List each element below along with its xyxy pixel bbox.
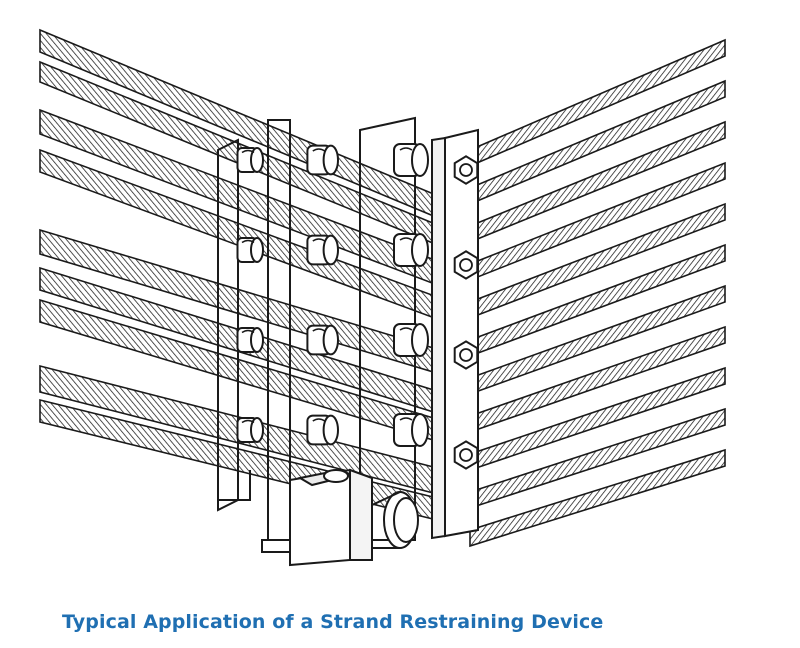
hex-bolt xyxy=(453,155,479,185)
hex-bolt xyxy=(453,440,479,470)
pin-assembly xyxy=(289,468,419,567)
clamp-roller xyxy=(306,144,339,176)
clamp-roller xyxy=(306,414,339,446)
clamp-roller xyxy=(236,147,264,173)
clamp-roller xyxy=(393,413,429,447)
figure-caption: Typical Application of a Strand Restrain… xyxy=(62,611,604,633)
clamp-roller xyxy=(236,237,264,263)
clamp-roller xyxy=(393,323,429,357)
hex-bolt xyxy=(453,250,479,280)
clamp-roller xyxy=(393,143,429,177)
clamp-roller xyxy=(393,233,429,267)
hex-bolt xyxy=(453,340,479,370)
clamp-roller xyxy=(236,327,264,353)
clamp-roller xyxy=(236,417,264,443)
clamp-roller xyxy=(306,234,339,266)
right-strand-group xyxy=(469,38,726,548)
clamp-roller-group xyxy=(236,143,429,447)
mounting-bar xyxy=(431,128,479,540)
bolt-group xyxy=(453,155,479,470)
clamp-roller xyxy=(306,324,339,356)
right-strand xyxy=(469,448,726,548)
